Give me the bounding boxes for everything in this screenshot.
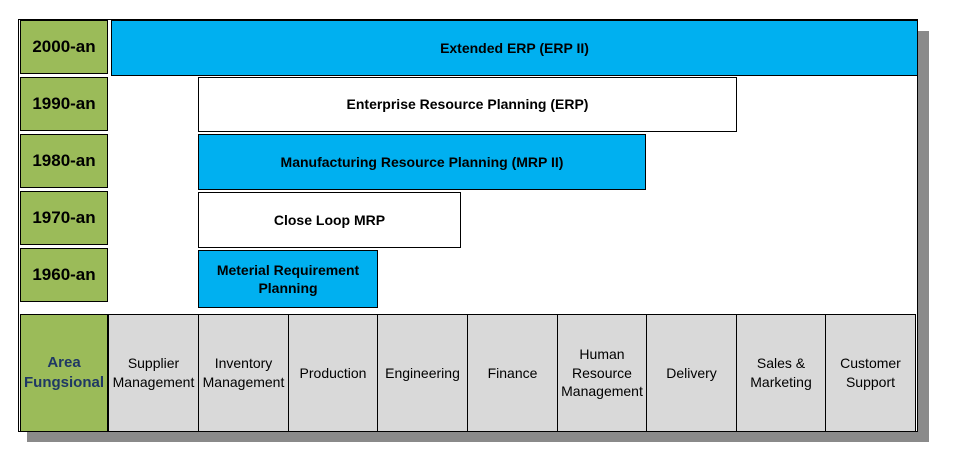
bar-extended-erp: Extended ERP (ERP II) [111, 20, 918, 76]
bar-mrp-ii: Manufacturing Resource Planning (MRP II) [198, 134, 646, 190]
bar-mrp: Meterial Requirement Planning [198, 250, 378, 308]
area-cell-engineering: Engineering [377, 314, 468, 432]
era-label-2000: 2000-an [20, 20, 108, 74]
area-cell-supplier-management: Supplier Management [108, 314, 199, 432]
bar-erp: Enterprise Resource Planning (ERP) [198, 77, 737, 132]
area-cell-finance: Finance [467, 314, 558, 432]
area-cell-delivery: Delivery [646, 314, 737, 432]
area-cell-production: Production [288, 314, 378, 432]
era-label-1970: 1970-an [20, 191, 108, 245]
area-cell-customer-support: Customer Support [825, 314, 916, 432]
bar-close-loop-mrp: Close Loop MRP [198, 192, 461, 248]
era-label-1990: 1990-an [20, 77, 108, 131]
era-label-1980: 1980-an [20, 134, 108, 188]
area-cell-sales-marketing: Sales & Marketing [736, 314, 826, 432]
area-cell-inventory-management: Inventory Management [198, 314, 289, 432]
area-fungsional-label: Area Fungsional [20, 314, 108, 432]
area-cell-human-resource-management: Human Resource Management [557, 314, 647, 432]
era-label-1960: 1960-an [20, 248, 108, 302]
